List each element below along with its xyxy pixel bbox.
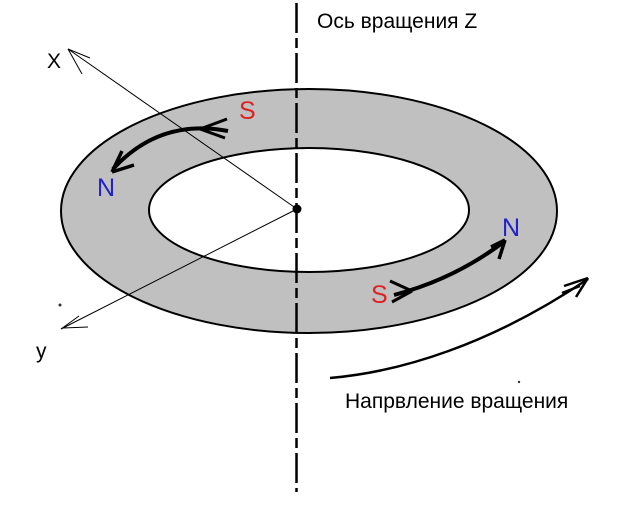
speck-dot-left xyxy=(58,303,62,307)
z-axis-label: Ось вращения Z xyxy=(317,10,478,33)
rotation-direction-arrow xyxy=(329,276,590,380)
right-magnet-north-label: N xyxy=(502,214,521,242)
y-axis-arrow xyxy=(60,208,298,330)
left-magnet-north-label: N xyxy=(97,174,116,202)
left-magnet-arrow xyxy=(110,117,229,174)
right-magnet-arrow xyxy=(389,238,507,304)
left-magnet-south-label: S xyxy=(239,97,256,125)
y-axis-label: y xyxy=(36,340,47,363)
center-dot xyxy=(292,204,302,214)
x-axis-label: X xyxy=(47,50,62,73)
ring-inner-ellipse xyxy=(148,147,470,273)
speck-dot-right xyxy=(517,380,521,384)
rotation-direction-label: Напрвление вращения xyxy=(345,390,569,413)
right-magnet-south-label: S xyxy=(371,281,388,309)
